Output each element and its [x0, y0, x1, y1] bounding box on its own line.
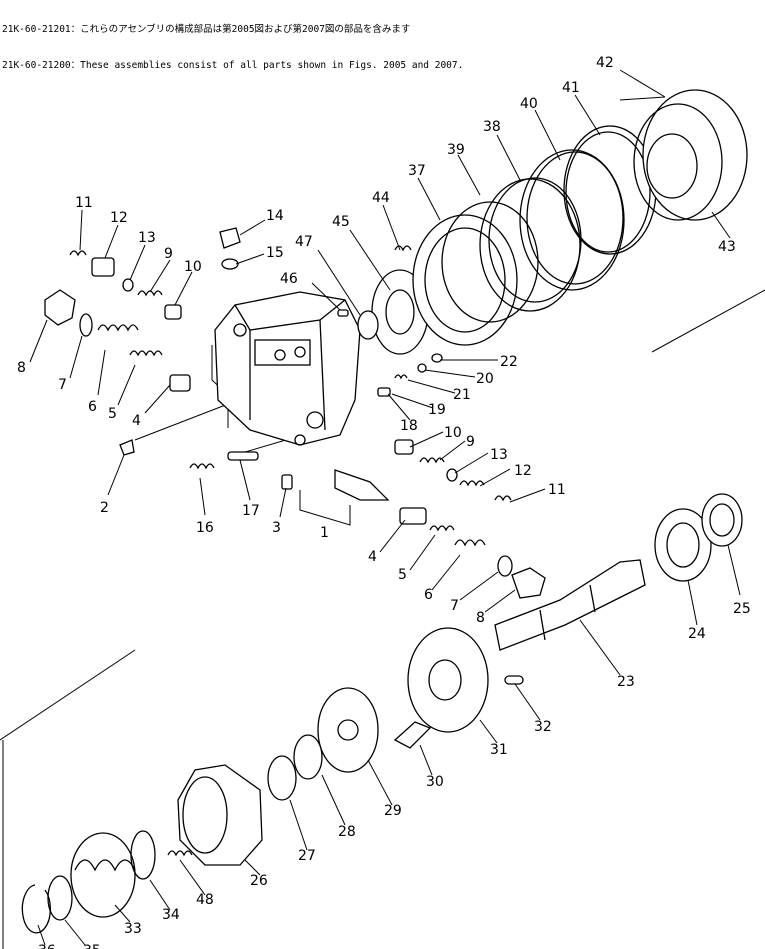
- callout-10-right: 10: [444, 425, 462, 441]
- callout-28: 28: [338, 824, 356, 840]
- callout-19: 19: [428, 402, 446, 418]
- callout-4-right: 4: [368, 549, 377, 565]
- callout-38: 38: [483, 119, 501, 135]
- callout-34: 34: [162, 907, 180, 923]
- callout-1: 1: [320, 525, 329, 541]
- callout-33: 33: [124, 921, 142, 937]
- callout-39: 39: [447, 142, 465, 158]
- callout-8-right: 8: [476, 610, 485, 626]
- callout-9: 9: [164, 246, 173, 262]
- valve-body-part: [214, 291, 361, 446]
- callout-42: 42: [596, 55, 614, 71]
- callout-47: 47: [295, 234, 313, 250]
- callout-labels: 11 12 13 9 10 14 15 8 7 6 5 4 2 16 17 3 …: [17, 55, 751, 949]
- callout-3: 3: [272, 520, 281, 536]
- callout-2: 2: [100, 500, 109, 516]
- callout-22: 22: [500, 354, 518, 370]
- callout-44: 44: [372, 190, 390, 206]
- callout-16: 16: [196, 520, 214, 536]
- callout-31: 31: [490, 742, 508, 758]
- callout-23: 23: [617, 674, 635, 690]
- shaft-and-cylinder-parts: [21, 493, 743, 934]
- callout-32: 32: [534, 719, 552, 735]
- callout-6: 6: [88, 399, 97, 415]
- callout-5-right: 5: [398, 567, 407, 583]
- relief-valve-right: [334, 353, 546, 599]
- callout-37: 37: [408, 163, 426, 179]
- callout-35: 35: [83, 943, 101, 949]
- note-en: 21K-60-21200：These assemblies consist of…: [2, 60, 464, 71]
- callout-12-right: 12: [514, 463, 532, 479]
- callout-9-right: 9: [466, 434, 475, 450]
- callout-18: 18: [400, 418, 418, 434]
- callout-8: 8: [17, 360, 26, 376]
- callout-13: 13: [138, 230, 156, 246]
- callout-27: 27: [298, 848, 316, 864]
- callout-36: 36: [38, 943, 56, 949]
- assembly-notes: 21K-60-21201：これらのアセンブリの構成部品は第2005図および第20…: [2, 0, 463, 84]
- callout-41: 41: [562, 80, 580, 96]
- callout-21: 21: [453, 387, 471, 403]
- brake-ring-stack: [357, 89, 748, 355]
- callout-7-right: 7: [450, 598, 459, 614]
- callout-11-right: 11: [548, 482, 566, 498]
- callout-14: 14: [266, 208, 284, 224]
- callout-24: 24: [688, 626, 706, 642]
- callout-43: 43: [718, 239, 736, 255]
- callout-15: 15: [266, 245, 284, 261]
- callout-30: 30: [426, 774, 444, 790]
- callout-12: 12: [110, 210, 128, 226]
- callout-40: 40: [520, 96, 538, 112]
- callout-5: 5: [108, 406, 117, 422]
- note-jp: 21K-60-21201：これらのアセンブリの構成部品は第2005図および第20…: [2, 24, 411, 35]
- callout-25: 25: [733, 601, 751, 617]
- callout-6-right: 6: [424, 587, 433, 603]
- leader-lines: [29, 69, 741, 946]
- callout-48: 48: [196, 892, 214, 908]
- callout-7: 7: [58, 377, 67, 393]
- callout-17: 17: [242, 503, 260, 519]
- relief-valve-left: [44, 227, 349, 490]
- callout-20: 20: [476, 371, 494, 387]
- callout-29: 29: [384, 803, 402, 819]
- callout-4: 4: [132, 413, 141, 429]
- callout-13-right: 13: [490, 447, 508, 463]
- callout-11: 11: [75, 195, 93, 211]
- callout-46: 46: [280, 271, 298, 287]
- callout-45: 45: [332, 214, 350, 230]
- callout-26: 26: [250, 873, 268, 889]
- callout-10: 10: [184, 259, 202, 275]
